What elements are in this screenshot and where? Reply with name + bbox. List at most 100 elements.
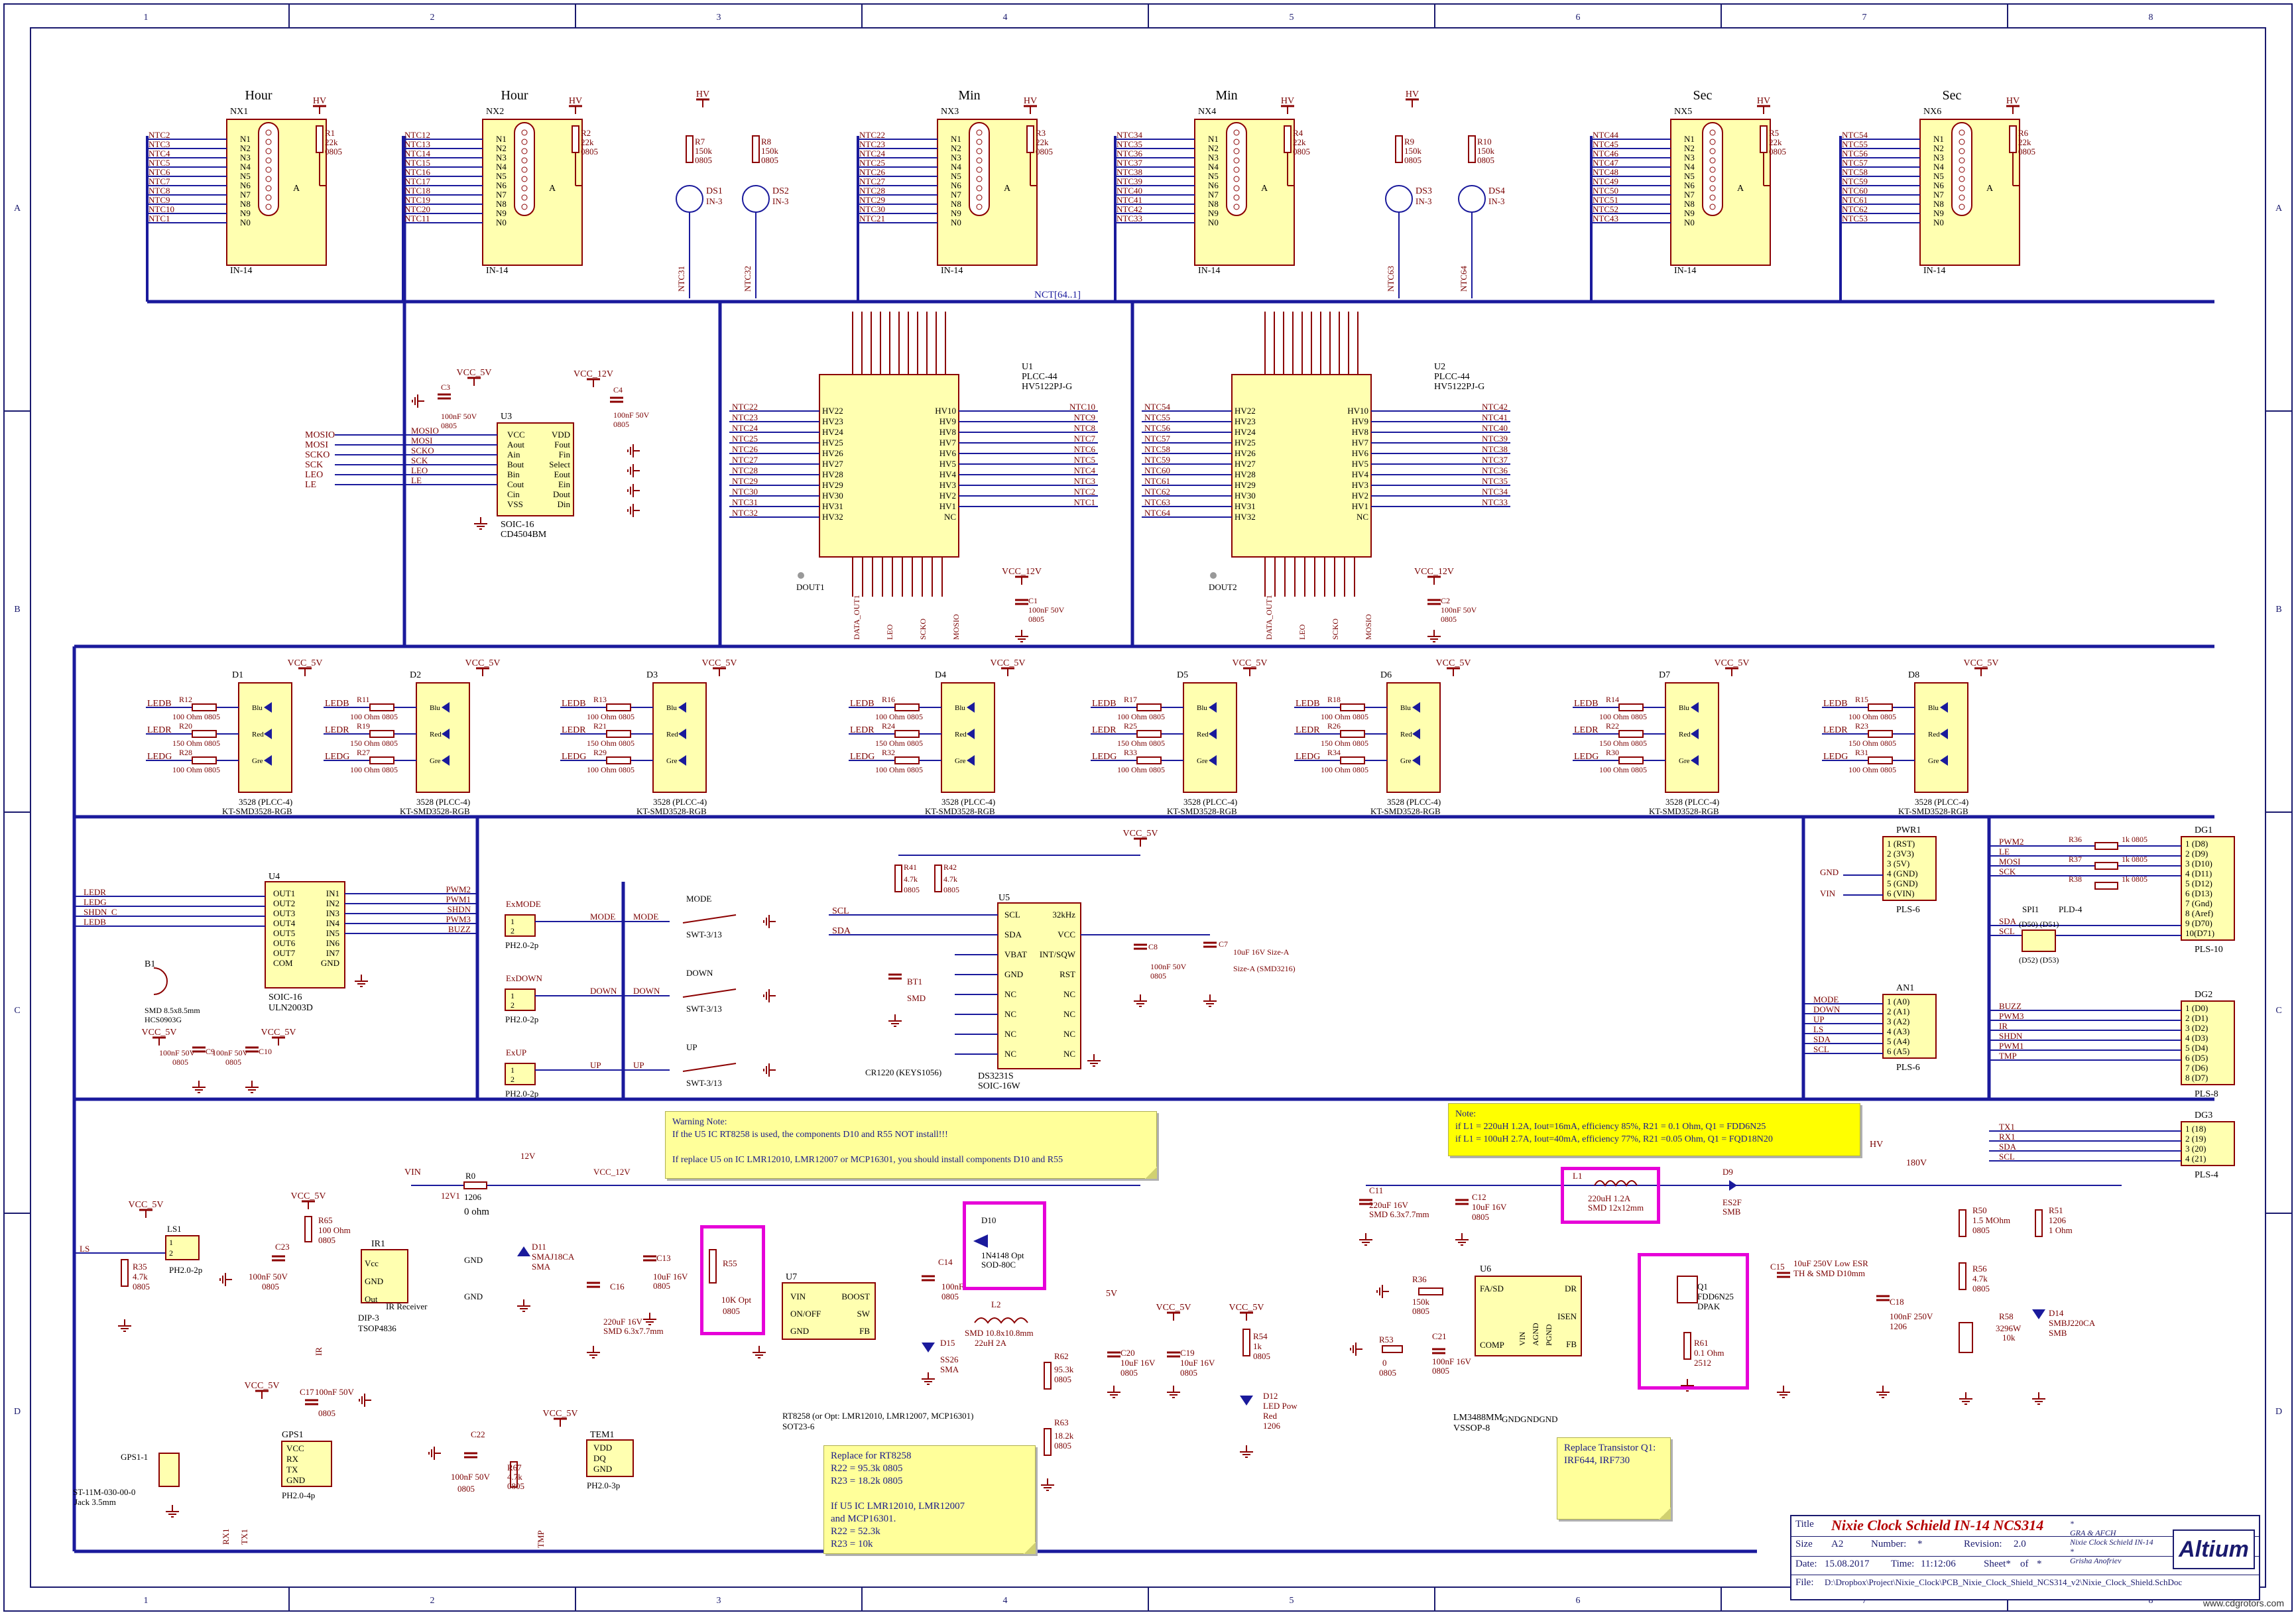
c16-val: 220uF 16V [603, 1317, 642, 1327]
nixie-net: NTC33 [1117, 213, 1142, 223]
led-ref: D1 [232, 670, 243, 680]
nixie-res-ref: R4 [1293, 128, 1303, 138]
dg1-body [2181, 836, 2235, 941]
driver-body [819, 374, 959, 558]
nixie-pin: N3 [1208, 152, 1219, 162]
nixie-pin-dot [265, 148, 272, 154]
dg2-net: BUZZ [1999, 1001, 2022, 1011]
nixie-net: NTC17 [404, 176, 431, 186]
rtc-c8-ref: C8 [1148, 942, 1158, 951]
tem1-pin: VDD [593, 1443, 612, 1453]
rtc-left-pin: SCL [1004, 910, 1020, 920]
nixie-anode-resistor [1026, 125, 1034, 153]
r58-l1: 3296W [1996, 1323, 2022, 1333]
dg1-net: MOSI [1999, 857, 2021, 867]
rtc-sda-net: SDA [832, 926, 851, 936]
neon-part: IN-3 [1416, 196, 1432, 206]
nixie-pin: N1 [1684, 134, 1695, 144]
button-pin: 1 [511, 1065, 514, 1075]
power-rail: VCC_5V [991, 658, 1026, 676]
driver-right-pin: HV8 [1352, 427, 1368, 437]
revision-label: Revision: [1964, 1539, 2002, 1549]
d10-diode [973, 1234, 988, 1248]
led-resistor [1868, 730, 1893, 738]
dg3-body [2181, 1121, 2235, 1166]
nixie-net: NTC25 [859, 158, 885, 168]
led-diode [442, 702, 450, 713]
rail-label: HV [1281, 96, 1294, 106]
driver-right-net: NTC1 [1074, 497, 1096, 507]
spi-l2: (D52) (D53) [2019, 955, 2059, 965]
led-ref: D3 [646, 670, 658, 680]
nixie-net: NTC11 [404, 213, 430, 223]
r61-ref: R61 [1694, 1338, 1709, 1348]
u3-inner-net: LEO [411, 465, 428, 475]
u4-right-net: BUZZ [448, 924, 471, 934]
neon-lamps-layer: HVR7150k0805DS1IN-3NTC31R8150k0805DS2IN-… [676, 90, 1505, 298]
c15-cap [1777, 1272, 1790, 1278]
nixie-net: NTC8 [149, 186, 170, 196]
pwr1-pin: 6 (VIN) [1887, 888, 1915, 898]
led-res-val: 100 Ohm 0805 [350, 712, 398, 721]
c19-pkg: 0805 [1180, 1368, 1197, 1378]
driver-left-net: NTC56 [1144, 423, 1171, 433]
an1-net: DOWN [1813, 1004, 1841, 1014]
gnd-symbol [888, 1014, 902, 1027]
led-color-label: Blu [1679, 704, 1689, 712]
u6-pin-left: FA/SD [1480, 1284, 1504, 1293]
button-net: UP [590, 1060, 601, 1070]
r67-ref: R67 [507, 1463, 522, 1472]
hv-out-label: HV [1870, 1140, 1883, 1150]
d10-l2: SOD-80C [981, 1260, 1016, 1270]
d14-ref: D14 [2049, 1308, 2064, 1318]
dg1-net: PWM2 [1999, 837, 2024, 847]
title-value: Nixie Clock Schield IN-14 NCS314 [1831, 1517, 2044, 1533]
nixie-pin: N8 [496, 199, 507, 209]
rail-label: VCC_12V [1414, 567, 1454, 577]
neon-ref: DS1 [706, 186, 723, 196]
led-color-label: Blu [1197, 704, 1207, 712]
led-diode [678, 755, 686, 766]
neon-res-pkg: 0805 [1404, 155, 1421, 165]
dg2-pin: 5 (D4) [2185, 1043, 2208, 1053]
nixie-pin-dot [1959, 166, 1965, 173]
driver-cap-val: 100nF 50V [1441, 605, 1477, 615]
tb-company: GRA & AFCH [2070, 1528, 2116, 1537]
r63-val: 18.2k [1054, 1431, 1074, 1441]
nixie-envelope [1702, 122, 1723, 216]
nixie-pin: N1 [496, 134, 507, 144]
nixie-part: IN-14 [1923, 266, 1945, 276]
led-res-val: 100 Ohm 0805 [1117, 712, 1165, 721]
d12-l2: Red [1263, 1411, 1277, 1421]
gnd-symbol [643, 1313, 656, 1325]
d12-led [1240, 1396, 1253, 1406]
neon-res-pkg: 0805 [695, 155, 712, 165]
neon-part: IN-3 [706, 196, 723, 206]
nixie-anode: A [549, 184, 556, 194]
q1-l1: FDD6N25 [1697, 1291, 1734, 1301]
tem1-pin: GND [593, 1464, 612, 1474]
an1-pin: 1 (A0) [1887, 996, 1909, 1006]
neon-res-ref: R7 [695, 137, 705, 147]
nixie-group-label: Sec [1943, 88, 1962, 103]
nixie-pin: N5 [1208, 171, 1219, 181]
nixie-net: NTC1 [149, 213, 170, 223]
driver-right-pin: HV2 [939, 491, 956, 501]
gnd-symbol [753, 1346, 766, 1358]
u3-part: CD4504BM [501, 530, 547, 540]
u3-ref: U3 [501, 412, 512, 422]
gnd-symbol [627, 444, 640, 457]
buzzer-l2: HCS0903G [145, 1015, 182, 1024]
dg3-net: SCL [1999, 1152, 2015, 1162]
an1-ref: AN1 [1896, 983, 1914, 993]
led-resistor [1340, 756, 1365, 764]
led-res-val: 100 Ohm 0805 [172, 765, 220, 774]
gnd-symbol [1350, 1343, 1362, 1356]
power-rail: VCC_5V [1233, 658, 1267, 676]
driver-right-net: NTC3 [1074, 476, 1096, 486]
rail-label: VCC_5V [991, 658, 1026, 668]
nixie-group-label: Min [1215, 88, 1237, 103]
